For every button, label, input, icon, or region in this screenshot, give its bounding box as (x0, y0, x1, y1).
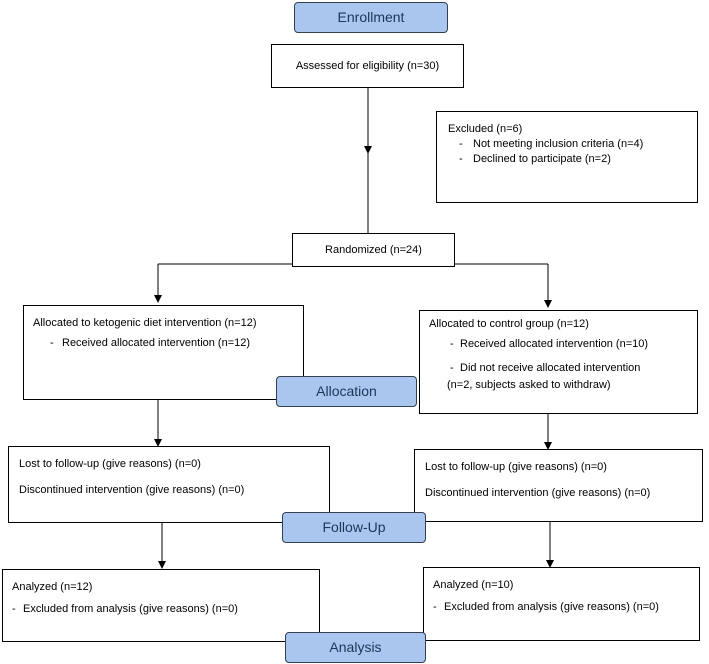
alloc-left-dash: - (50, 337, 54, 349)
stage-follow-up-label: Follow-Up (322, 519, 386, 535)
excluded-title: Excluded (n=6) (448, 123, 523, 135)
excluded-item-2: Declined to participate (n=2) (473, 153, 611, 165)
analysis-right-box: Analyzed (n=10) - Excluded from analysis… (423, 567, 700, 641)
follow-right-box: Lost to follow-up (give reasons) (n=0) D… (414, 449, 703, 522)
assessed-box: Assessed for eligibility (n=30) (271, 44, 464, 88)
assessed-text: Assessed for eligibility (n=30) (295, 60, 440, 72)
stage-analysis-label: Analysis (329, 639, 382, 655)
analysis-left-dash: - (12, 603, 16, 615)
follow-left-lost: Lost to follow-up (give reasons) (n=0) (19, 458, 201, 470)
stage-follow-up: Follow-Up (282, 512, 426, 543)
analysis-left-box: Analyzed (n=12) - Excluded from analysis… (2, 569, 320, 642)
analysis-right-analyzed: Analyzed (n=10) (433, 579, 514, 591)
follow-left-box: Lost to follow-up (give reasons) (n=0) D… (8, 446, 330, 523)
follow-left-discontinued: Discontinued intervention (give reasons)… (19, 484, 245, 496)
excluded-dash-2: - (459, 153, 463, 165)
alloc-right-dash-1: - (450, 338, 454, 350)
analysis-right-excluded: Excluded from analysis (give reasons) (n… (444, 601, 659, 613)
analysis-left-excluded: Excluded from analysis (give reasons) (n… (23, 603, 238, 615)
alloc-right-item-2-line-1: Did not receive allocated intervention (460, 362, 641, 374)
analysis-left-analyzed: Analyzed (n=12) (12, 581, 93, 593)
stage-analysis: Analysis (285, 632, 426, 663)
analysis-right-dash: - (433, 601, 437, 613)
excluded-item-1: Not meeting inclusion criteria (n=4) (473, 138, 644, 150)
excluded-dash-1: - (459, 138, 463, 150)
alloc-left-box: Allocated to ketogenic diet intervention… (23, 305, 304, 400)
alloc-right-box: Allocated to control group (n=12) - Rece… (419, 310, 698, 414)
follow-right-discontinued: Discontinued intervention (give reasons)… (425, 487, 651, 499)
alloc-left-title: Allocated to ketogenic diet intervention… (33, 317, 257, 329)
alloc-right-dash-2: - (450, 362, 454, 374)
follow-right-lost: Lost to follow-up (give reasons) (n=0) (425, 461, 607, 473)
stage-enrollment: Enrollment (294, 2, 448, 33)
alloc-right-item-1: Received allocated intervention (n=10) (460, 338, 649, 350)
randomized-text: Randomized (n=24) (325, 244, 422, 256)
stage-allocation: Allocation (276, 376, 417, 407)
alloc-right-title: Allocated to control group (n=12) (429, 318, 589, 330)
alloc-right-item-2-line-2: (n=2, subjects asked to withdraw) (447, 379, 611, 391)
randomized-box: Randomized (n=24) (292, 233, 455, 267)
stage-enrollment-label: Enrollment (337, 9, 405, 25)
excluded-box: Excluded (n=6) - Not meeting inclusion c… (436, 111, 698, 203)
stage-allocation-label: Allocation (316, 383, 377, 399)
alloc-left-item-1: Received allocated intervention (n=12) (62, 337, 251, 349)
